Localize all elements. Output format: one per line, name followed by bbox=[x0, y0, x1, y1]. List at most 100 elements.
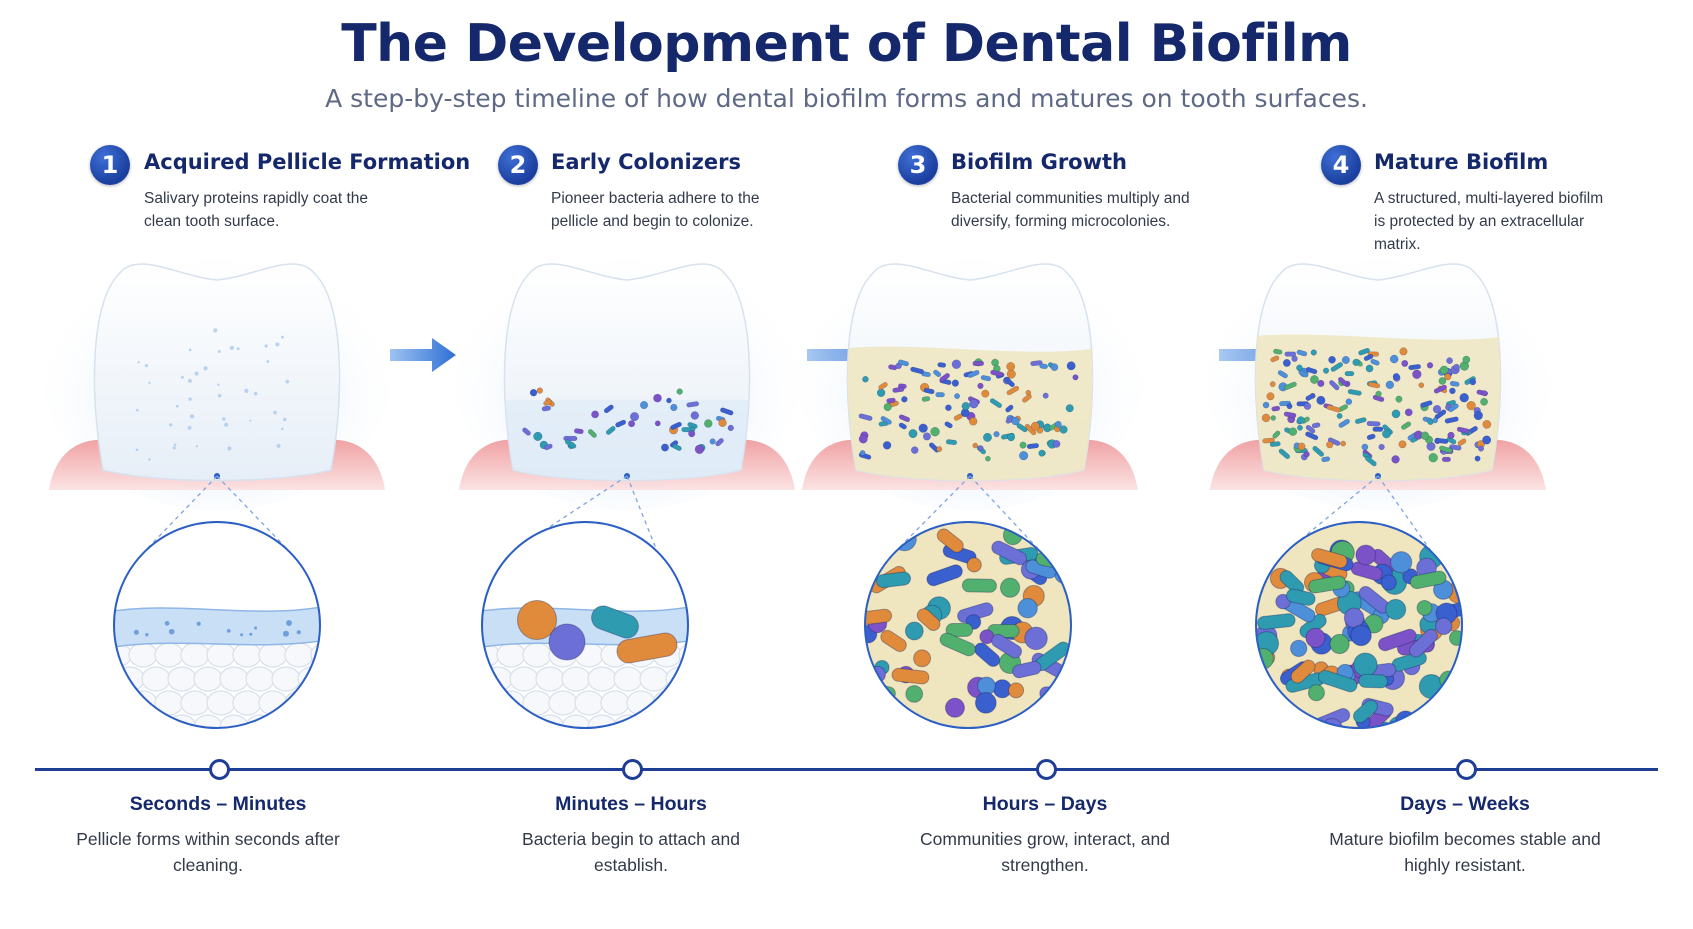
bacterium-coccus bbox=[1305, 627, 1326, 648]
page-subtitle: A step-by-step timeline of how dental bi… bbox=[325, 84, 1368, 113]
bacterium-coccus bbox=[905, 685, 924, 703]
bacterium-coccus bbox=[676, 388, 683, 395]
bacterium-rod bbox=[1448, 403, 1459, 413]
bacterium-rod bbox=[921, 396, 931, 402]
bacterium-coccus bbox=[901, 396, 908, 403]
bacterium-coccus bbox=[985, 455, 991, 462]
bacterium-coccus bbox=[704, 419, 713, 428]
bacterium-coccus bbox=[910, 446, 919, 454]
bacterium-coccus bbox=[1391, 409, 1401, 419]
bacterium-coccus bbox=[951, 379, 959, 387]
bacterium-coccus bbox=[709, 438, 716, 445]
step-2-title: Early Colonizers bbox=[551, 150, 742, 174]
bacterium-coccus bbox=[1361, 443, 1369, 451]
time-description-3: Communities grow, interact, and strength… bbox=[920, 829, 1170, 875]
bacterium-rod bbox=[944, 421, 953, 429]
bacterium-coccus bbox=[1378, 443, 1385, 451]
bacterium-rod bbox=[910, 366, 925, 375]
bacterium-rod bbox=[1290, 659, 1316, 684]
bacterium-rod bbox=[1269, 441, 1281, 447]
bacterium-coccus bbox=[862, 376, 869, 383]
step-4-description: A structured, multi-layered biofilm is p… bbox=[1374, 190, 1604, 253]
bacterium-rod bbox=[1273, 348, 1283, 355]
bacterium-coccus bbox=[1352, 358, 1360, 366]
bacterium-rod bbox=[1409, 628, 1438, 658]
bacterium-rod bbox=[1312, 445, 1325, 457]
bacterium-coccus bbox=[977, 445, 984, 451]
step-3-title: Biofilm Growth bbox=[951, 150, 1127, 174]
bacterium-rod bbox=[1317, 669, 1358, 693]
bacterium-rod bbox=[587, 429, 597, 438]
bacterium-coccus bbox=[1050, 363, 1059, 371]
bacterium-coccus bbox=[1382, 429, 1391, 439]
bacterium-coccus bbox=[1473, 410, 1483, 421]
bacterium-rod bbox=[1354, 417, 1367, 424]
bacterium-rod bbox=[670, 421, 682, 430]
bacterium-coccus bbox=[1345, 398, 1353, 405]
bacterium-coccus bbox=[1007, 433, 1016, 442]
bacterium-rod bbox=[886, 397, 896, 404]
bacterium-coccus bbox=[1054, 420, 1062, 428]
bacterium-coccus bbox=[936, 446, 943, 453]
bacterium-rod bbox=[897, 359, 909, 367]
bacterium-rod bbox=[1439, 445, 1453, 454]
bacterium-coccus bbox=[1365, 364, 1374, 373]
bacterium-rod bbox=[1327, 437, 1341, 446]
bacterium-rod bbox=[1368, 381, 1381, 389]
magnifier-circle-icon bbox=[114, 522, 320, 728]
bacterium-coccus bbox=[1350, 624, 1372, 647]
bacterium-coccus bbox=[883, 402, 892, 412]
stage-3-illustration bbox=[795, 230, 1145, 729]
tooth-icon bbox=[93, 263, 341, 482]
bacterium-coccus bbox=[944, 697, 965, 718]
bacterium-coccus bbox=[1432, 417, 1438, 424]
bacterium-rod bbox=[898, 414, 911, 423]
bacterium-coccus bbox=[1430, 727, 1452, 728]
bacterium-rod bbox=[1272, 430, 1281, 439]
bacterium-rod bbox=[1270, 355, 1280, 363]
bacterium-coccus bbox=[930, 426, 940, 437]
bacterium-coccus bbox=[1336, 413, 1343, 419]
bacterium-coccus bbox=[981, 389, 990, 398]
bacterium-coccus bbox=[951, 359, 962, 369]
bacterium-coccus bbox=[1296, 364, 1303, 372]
bacterium-coccus bbox=[993, 431, 1000, 438]
bacterium-coccus bbox=[1480, 397, 1488, 406]
time-label-3: Hours – Days bbox=[982, 793, 1108, 815]
bacterium-coccus bbox=[1019, 441, 1027, 449]
time-label-2: Minutes – Hours bbox=[555, 793, 707, 815]
bacterium-rod bbox=[1262, 437, 1275, 444]
bacterium-rod bbox=[1026, 443, 1039, 449]
bacterium-rod bbox=[891, 667, 930, 685]
bacterium-rod bbox=[605, 426, 616, 435]
bacterium-coccus bbox=[1447, 431, 1455, 439]
bacterium-rod bbox=[1311, 547, 1348, 569]
bacterium-rod bbox=[933, 369, 942, 378]
stage-3: 3 Biofilm Growth Bacterial communities m… bbox=[795, 0, 1260, 929]
bacterium-rod bbox=[564, 439, 577, 449]
bacterium-coccus bbox=[1439, 365, 1449, 375]
bacterium-coccus bbox=[1462, 355, 1471, 364]
bacterium-coccus bbox=[977, 382, 984, 390]
bacterium-coccus bbox=[1482, 435, 1492, 445]
step-4-title: Mature Biofilm bbox=[1374, 150, 1549, 174]
bacterium-rod bbox=[1305, 424, 1316, 434]
bacterium-coccus bbox=[654, 420, 661, 427]
page-title: The Development of Dental Biofilm bbox=[341, 14, 1352, 74]
bacterium-rod bbox=[1347, 389, 1362, 396]
bacterium-coccus bbox=[1042, 392, 1049, 399]
bacterium-rod bbox=[1278, 448, 1290, 460]
bacterium-coccus bbox=[1398, 440, 1407, 449]
bacterium-coccus bbox=[1017, 597, 1038, 619]
bacterium-rod bbox=[1004, 377, 1015, 388]
bacterium-coccus bbox=[1006, 362, 1016, 371]
bacterium-rod bbox=[880, 416, 892, 425]
bacterium-coccus bbox=[1481, 390, 1488, 397]
bacterium-rod bbox=[1372, 426, 1384, 432]
bacterium-coccus bbox=[904, 621, 924, 641]
bacterium-coccus bbox=[1045, 531, 1061, 548]
bacterium-rod bbox=[926, 564, 963, 587]
bacterium-rod bbox=[1022, 393, 1032, 403]
bacterium-rod bbox=[1321, 456, 1331, 463]
bacterium-coccus bbox=[1390, 551, 1413, 574]
